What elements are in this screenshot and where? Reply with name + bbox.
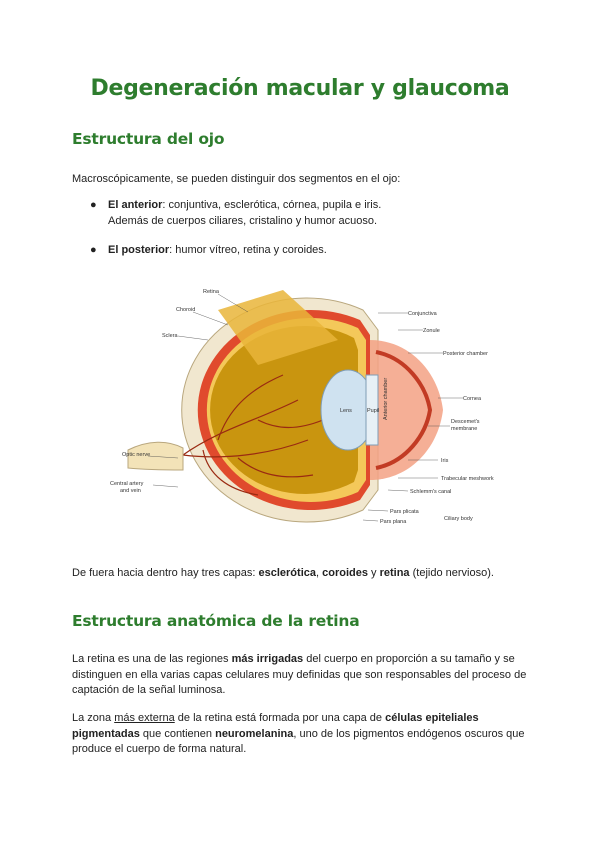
- bold-sclera: esclerótica: [258, 567, 316, 579]
- label-lens: Lens: [340, 408, 352, 414]
- text: De fuera hacia dentro hay tres capas:: [72, 567, 259, 579]
- label-membrane: membrane: [451, 426, 477, 432]
- label-retina: Retina: [203, 289, 220, 295]
- label-cornea: Cornea: [463, 396, 482, 402]
- text: La zona: [72, 712, 115, 724]
- text: La retina es una de las regiones: [72, 653, 232, 665]
- text: , uno de los pigmentos endógenos oscuros…: [72, 727, 525, 756]
- eye-anatomy-diagram: Retina Choroid Sclera Optic nerve Centra…: [110, 289, 494, 525]
- bold-irrigated: más irrigadas: [231, 653, 304, 665]
- retina-paragraph-2: La zona más externa de la retina está fo…: [72, 711, 528, 758]
- label-conjunctiva: Conjunctiva: [408, 311, 438, 317]
- list-item: ● El anterior: conjuntiva, esclerótica, …: [90, 198, 470, 230]
- label-schlemm: Schlemm's canal: [410, 489, 451, 495]
- label-pupil: Pupil: [367, 408, 379, 414]
- label-optic-nerve: Optic nerve: [122, 452, 150, 458]
- bullet-bold: El anterior: [108, 199, 163, 211]
- label-zonule: Zonule: [423, 328, 440, 334]
- leader-lines: [147, 293, 463, 522]
- list-item: ● El posterior: humor vítreo, retina y c…: [90, 243, 470, 259]
- bullet-bold: El posterior: [108, 244, 170, 256]
- retina-paragraph-1: La retina es una de las regiones más irr…: [72, 652, 528, 699]
- label-central-artery: Central artery: [110, 481, 144, 487]
- iris: [375, 350, 433, 470]
- section-heading-retina: Estructura anatómica de la retina: [72, 612, 360, 630]
- text: (tejido nervioso).: [409, 567, 494, 579]
- text: del cuerpo en proporción a su tamaño y s…: [72, 653, 527, 696]
- page-title: Degeneración macular y glaucoma: [90, 76, 510, 101]
- bullet-text: : humor vítreo, retina y coroides.: [169, 244, 327, 256]
- anterior-segment: [370, 340, 443, 480]
- text: que contienen: [139, 727, 216, 740]
- bullet-text: : conjuntiva, esclerótica, córnea, pupil…: [162, 199, 382, 211]
- text: y: [367, 567, 380, 579]
- label-iris: Iris: [441, 458, 449, 464]
- label-ciliary-body: Ciliary body: [444, 516, 473, 522]
- intro-paragraph: Macroscópicamente, se pueden distinguir …: [72, 173, 401, 185]
- retinal-vessels: [182, 374, 324, 496]
- bold-neuromelanin: neuromelanina: [215, 727, 294, 740]
- label-and-vein: and vein: [120, 488, 141, 494]
- underlined-outer: más externa: [114, 712, 175, 724]
- layers-paragraph: De fuera hacia dentro hay tres capas: es…: [72, 566, 542, 582]
- label-trabecular: Trabecular meshwork: [441, 476, 494, 482]
- text: ,: [315, 567, 323, 579]
- label-sclera: Sclera: [162, 333, 179, 339]
- bullet-icon: ●: [90, 244, 97, 256]
- label-posterior-chamber: Posterior chamber: [443, 351, 488, 357]
- section-heading-eye-structure: Estructura del ojo: [72, 130, 225, 148]
- bullet-text-2: Además de cuerpos ciliares, cristalino y…: [108, 214, 378, 227]
- label-descemet: Descemet's: [451, 419, 480, 425]
- label-anterior-chamber: Anterior chamber: [383, 378, 389, 420]
- bullet-icon: ●: [90, 199, 97, 211]
- optic-nerve: [127, 441, 184, 471]
- pupil-area: [365, 374, 379, 446]
- label-pars-plicata: Pars plicata: [390, 509, 420, 515]
- text: de la retina está formada por una capa d…: [174, 712, 386, 724]
- bold-choroid: coroides: [322, 567, 368, 579]
- cutaway-wall: [218, 290, 338, 365]
- label-choroid: Choroid: [176, 307, 195, 313]
- vitreous-body: [210, 326, 358, 494]
- bold-epithelial: células epiteliales pigmentadas: [72, 712, 479, 740]
- label-pars-plana: Pars plana: [380, 519, 407, 525]
- bold-retina: retina: [379, 567, 410, 579]
